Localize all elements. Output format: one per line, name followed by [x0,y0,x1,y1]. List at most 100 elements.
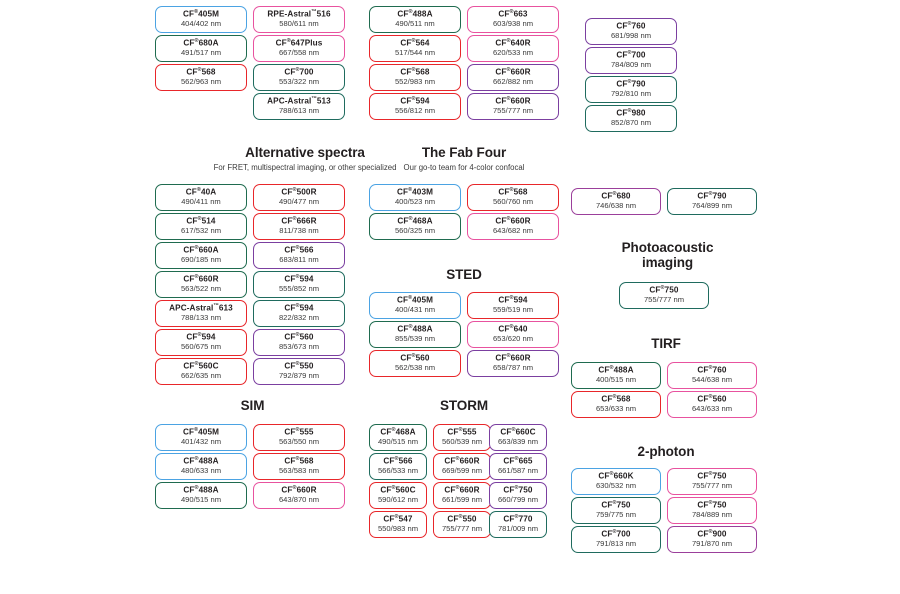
dye-name: CF®594 [498,295,527,305]
dye-spectra: 559/519 nm [492,305,534,315]
registered-mark: ® [506,37,511,44]
dye-name-base: CF [284,245,296,255]
dye-name-base: CF [186,67,198,77]
dye-name-base: CF [697,529,709,539]
dye-name-suffix: 550 [462,514,477,524]
registered-mark: ® [612,190,617,197]
dye-name: CF®660R [444,485,479,495]
dye-name: CF®660K [598,471,633,481]
dye-name: CF®568 [601,394,631,404]
dye-spectra: 603/938 nm [492,19,534,29]
dye-name-suffix: 560C [198,361,219,371]
registered-mark: ® [509,8,514,15]
dye-name-suffix: 594 [299,274,314,284]
dye-name-suffix: 568 [616,394,631,404]
registered-mark: ® [514,513,519,520]
dye-spectra: 555/852 nm [278,284,320,294]
dye-name: CF®403M [397,187,433,197]
dye-spectra: 811/738 nm [279,226,319,236]
dye-name: CF®760 [697,365,726,375]
dye-name-suffix: 666R [296,216,317,226]
dye-name: CF®700 [284,67,313,77]
dye-name: CF®560 [284,332,313,342]
dye-spectra: 755/777 nm [643,295,685,305]
dye-name-suffix: 750 [518,485,533,495]
